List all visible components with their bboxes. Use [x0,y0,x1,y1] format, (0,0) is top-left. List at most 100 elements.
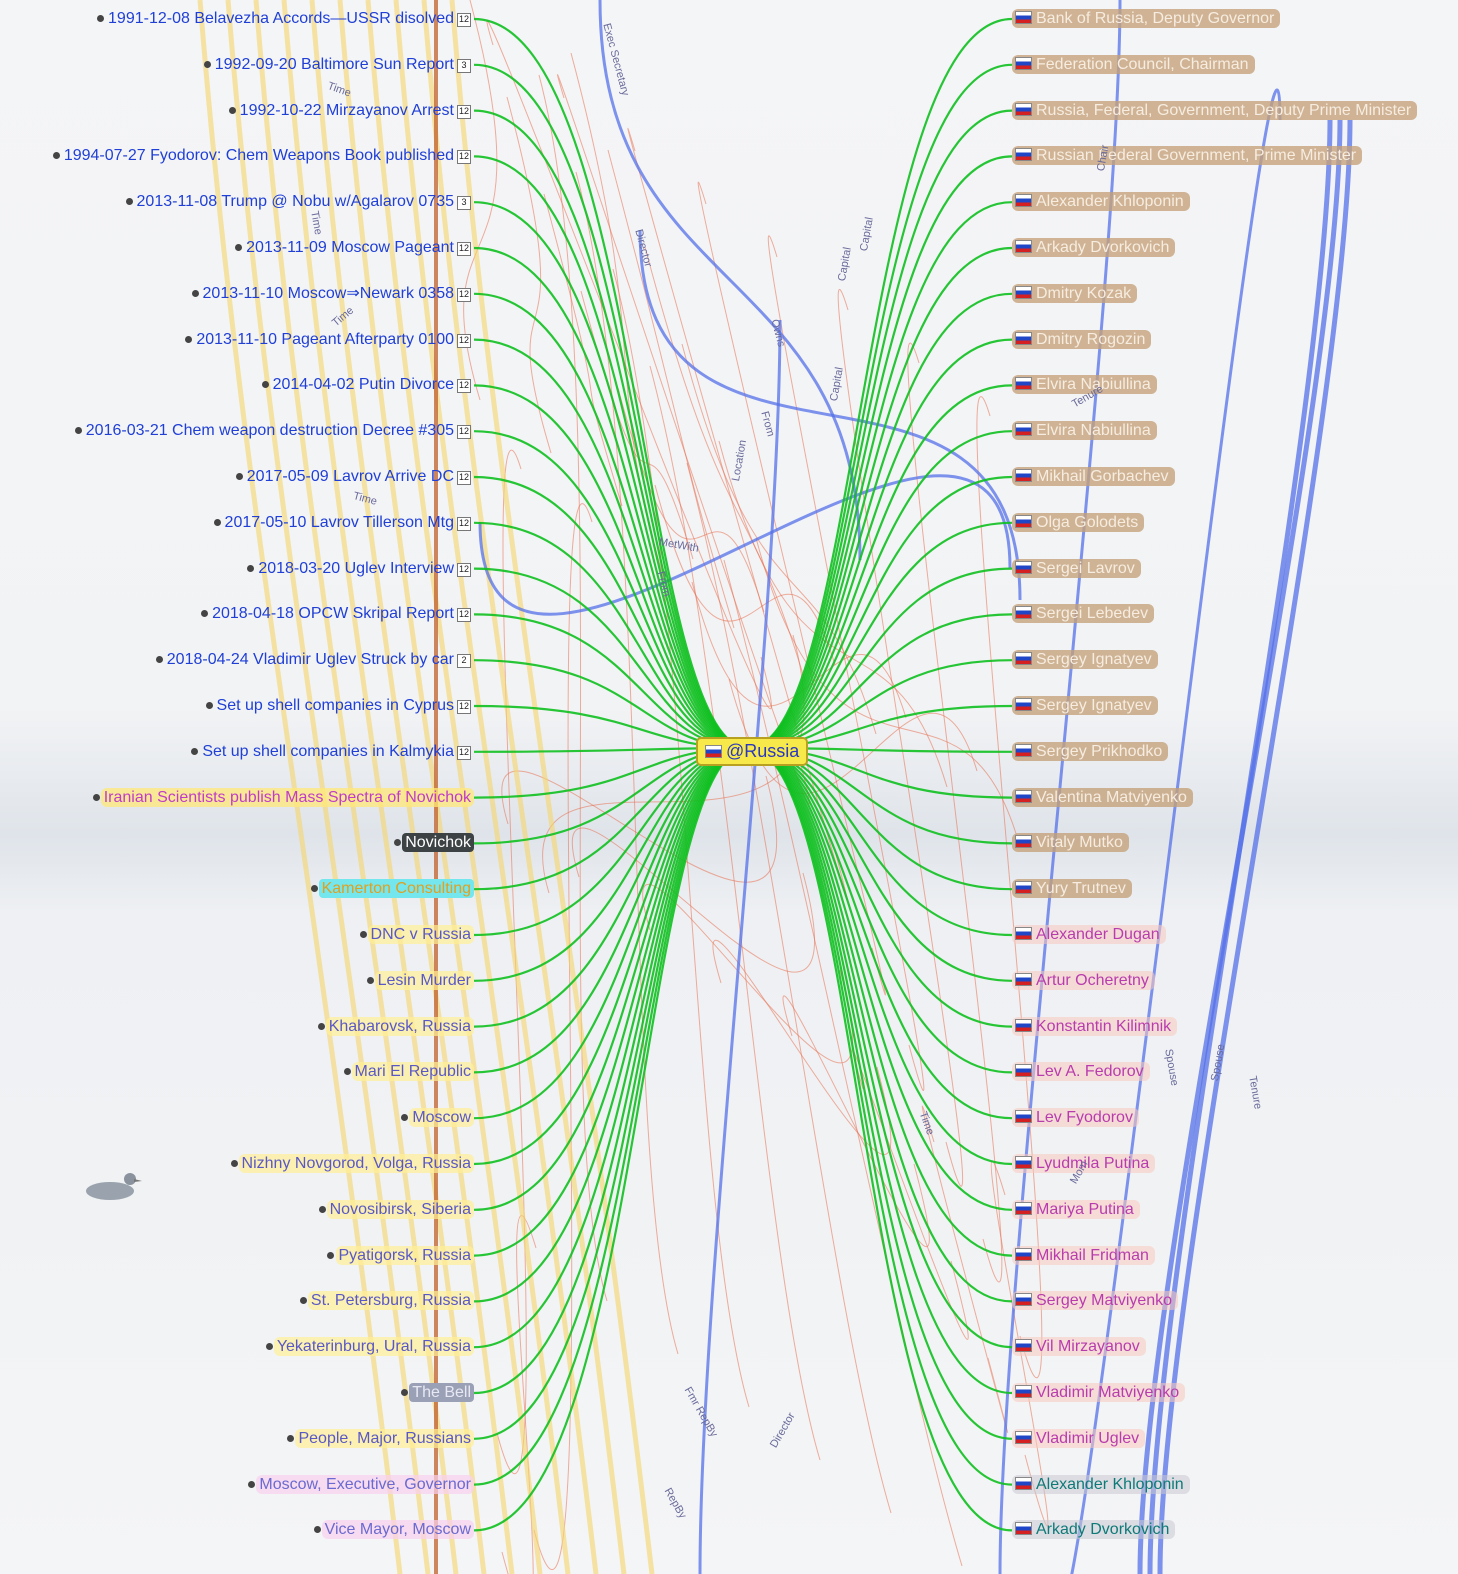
left-node[interactable]: 1994-07-27 Fyodorov: Chem Weapons Book p… [61,146,474,165]
node-anchor-dot[interactable] [266,1343,273,1351]
left-node[interactable]: Lesin Murder [374,970,474,990]
left-node[interactable]: Novichok [402,833,474,853]
right-node[interactable]: Arkady Dvorkovich [1012,238,1176,257]
node-anchor-dot[interactable] [206,702,213,709]
node-anchor-dot[interactable] [367,976,374,984]
right-node[interactable]: Bank of Russia, Deputy Governor [1012,9,1281,28]
node-anchor-dot[interactable] [192,289,199,297]
node-anchor-dot[interactable] [235,244,242,251]
left-node[interactable]: Iranian Scientists publish Mass Spectra … [100,787,474,807]
right-node[interactable]: Arkady Dvorkovich [1012,1520,1176,1540]
right-node[interactable]: Vladimir Matviyenko [1012,1383,1186,1402]
right-node[interactable]: Yury Trutnev [1012,879,1132,899]
right-node[interactable]: Elvira Nabiullina [1012,375,1157,395]
node-anchor-dot[interactable] [360,931,367,938]
node-anchor-dot[interactable] [300,1297,307,1305]
right-node[interactable]: Dmitry Kozak [1012,283,1138,303]
right-node[interactable]: Sergey Prikhodko [1012,741,1169,761]
right-node[interactable]: Vil Mirzayanov [1012,1337,1146,1357]
right-node[interactable]: Alexander Khloponin [1012,1474,1190,1494]
node-anchor-dot[interactable] [156,656,163,664]
right-node[interactable]: Mikhail Gorbachev [1012,467,1175,486]
right-node[interactable]: Olga Golodets [1012,512,1145,532]
right-node[interactable]: Dmitry Rogozin [1012,329,1152,349]
right-node[interactable]: Lyudmila Putina [1012,1154,1156,1173]
left-node[interactable]: 2016-03-21 Chem weapon destruction Decre… [83,421,474,440]
right-node[interactable]: Elvira Nabiullina [1012,421,1157,441]
node-anchor-dot[interactable] [248,1480,255,1488]
node-anchor-dot[interactable] [191,747,198,755]
right-node[interactable]: Konstantin Kilimnik [1012,1016,1178,1036]
left-node[interactable]: The Bell [409,1383,474,1402]
right-node[interactable]: Artur Ocheretny [1012,970,1155,990]
left-node[interactable]: DNC v Russia [367,925,474,944]
node-anchor-dot[interactable] [236,473,243,480]
left-node[interactable]: Moscow, Executive, Governor [256,1474,474,1494]
node-anchor-dot[interactable] [311,885,318,893]
right-node[interactable]: Vladimir Uglev [1012,1428,1146,1448]
node-anchor-dot[interactable] [327,1251,334,1259]
right-node[interactable]: Sergey Matviyenko [1012,1291,1179,1311]
node-anchor-dot[interactable] [231,1160,238,1167]
right-node[interactable]: Sergei Lebedev [1012,604,1155,624]
left-node[interactable]: Vice Mayor, Moscow [321,1520,474,1540]
left-node[interactable]: Nizhny Novgorod, Volga, Russia [238,1154,474,1173]
node-anchor-dot[interactable] [314,1526,321,1534]
right-node[interactable]: Mariya Putina [1012,1199,1140,1219]
right-node[interactable]: Lev A. Fedorov [1012,1062,1150,1082]
node-anchor-dot[interactable] [262,381,269,389]
node-anchor-dot[interactable] [185,335,192,343]
node-anchor-dot[interactable] [401,1114,408,1122]
right-node[interactable]: Sergey Ignatyev [1012,650,1158,670]
left-node[interactable]: St. Petersburg, Russia [307,1291,474,1311]
right-node[interactable]: Russia, Federal, Government, Deputy Prim… [1012,100,1418,120]
node-anchor-dot[interactable] [204,60,211,68]
right-node[interactable]: Sergei Lavrov [1012,558,1141,578]
node-anchor-dot[interactable] [394,839,401,847]
left-node[interactable]: 1991-12-08 Belavezha Accords—USSR disolv… [105,9,474,28]
right-node[interactable]: Sergey Ignatyev [1012,696,1158,715]
center-node-russia[interactable]: @Russia [696,737,809,766]
node-anchor-dot[interactable] [287,1434,294,1442]
right-node[interactable]: Mikhail Fridman [1012,1245,1155,1265]
node-anchor-dot[interactable] [97,15,104,22]
left-node[interactable]: Khabarovsk, Russia [325,1016,474,1036]
node-anchor-dot[interactable] [318,1022,325,1030]
left-node[interactable]: Mari El Republic [351,1062,474,1082]
right-node[interactable]: Federation Council, Chairman [1012,54,1255,74]
right-node[interactable]: Alexander Dugan [1012,925,1166,944]
node-anchor-dot[interactable] [401,1389,408,1396]
node-anchor-dot[interactable] [229,106,236,114]
right-node[interactable]: Lev Fyodorov [1012,1108,1139,1128]
node-anchor-dot[interactable] [247,564,254,572]
right-node[interactable]: Valentina Matviyenko [1012,787,1193,807]
node-anchor-dot[interactable] [344,1068,351,1076]
node-anchor-dot[interactable] [75,427,82,435]
left-node[interactable]: Yekaterinburg, Ural, Russia [273,1337,474,1357]
right-node[interactable]: Russian Federal Government, Prime Minist… [1012,146,1363,166]
node-anchor-dot[interactable] [126,198,133,206]
left-node[interactable]: Moscow [409,1108,474,1128]
left-node[interactable]: Kamerton Consulting [318,879,474,899]
node-anchor-dot[interactable] [93,793,100,801]
node-anchor-dot[interactable] [201,610,208,618]
left-node[interactable]: Pyatigorsk, Russia [335,1245,474,1265]
right-node[interactable]: Alexander Khloponin [1012,192,1190,212]
left-node[interactable]: People, Major, Russians [295,1428,474,1448]
right-node[interactable]: Vitaly Mutko [1012,833,1129,853]
left-node[interactable]: Novosibirsk, Siberia [326,1199,474,1219]
